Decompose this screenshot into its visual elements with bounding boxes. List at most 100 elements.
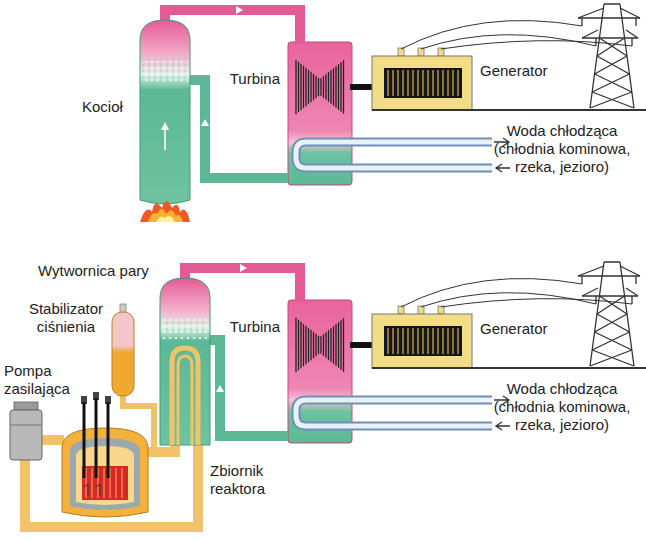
- steam-generator: [178, 356, 192, 445]
- turbine-generator-group: [255, 4, 646, 185]
- feed-pump: [10, 410, 42, 460]
- generator-symbol: [397, 70, 398, 96]
- boiler: [140, 20, 190, 204]
- transmission-tower: [595, 74, 632, 92]
- generator-symbol: [402, 70, 403, 96]
- control-rods: [107, 402, 110, 478]
- generator-symbol: [384, 68, 462, 98]
- boiler: [140, 20, 190, 204]
- turbine-blades: [308, 70, 309, 104]
- primary-loop: [40, 435, 64, 445]
- reactor-vessel: [84, 484, 100, 496]
- cooling-water-tube: [296, 138, 510, 172]
- reactor-vessel: [82, 466, 128, 500]
- transmission-tower: [590, 92, 632, 108]
- generator-symbol: [442, 70, 443, 96]
- turbine-blades: [318, 78, 319, 96]
- turbine-generator-group: [255, 262, 646, 443]
- turbine-blades: [325, 74, 326, 100]
- ground-line: [372, 109, 646, 111]
- generator-symbol: [432, 70, 433, 96]
- generator-symbol: [387, 70, 388, 96]
- generator-symbol: [412, 70, 413, 96]
- generator-symbol: [457, 70, 458, 96]
- turbine-blades: [300, 64, 301, 110]
- generator-symbol: [418, 48, 424, 56]
- generator-symbol: [417, 70, 418, 96]
- transmission-tower: [597, 38, 625, 56]
- reactor-vessel: [85, 468, 86, 498]
- flame: [156, 216, 175, 222]
- generator-symbol: [452, 70, 453, 96]
- generator-symbol: [447, 70, 448, 96]
- turbine-blades: [303, 66, 304, 108]
- part-label: Wytwornica pary: [38, 262, 149, 280]
- part-label: Turbina: [220, 318, 280, 336]
- boiler: [142, 58, 188, 82]
- boiler: [161, 122, 169, 130]
- reactor-vessel: [70, 438, 140, 510]
- reactor-vessel: [91, 468, 92, 498]
- control-rods: [81, 392, 111, 478]
- feed-pump: [10, 402, 42, 460]
- transmission-tower: [592, 74, 629, 92]
- turbine-blades: [330, 70, 331, 104]
- turbine-blades: [296, 60, 344, 114]
- cooling-water-tube: [496, 164, 510, 172]
- return-pipe: [190, 80, 288, 178]
- control-rods: [83, 402, 86, 478]
- turbine-blades: [310, 72, 311, 102]
- generator-symbol: [422, 70, 423, 96]
- transmission-tower: [592, 92, 634, 108]
- part-label: Woda chłodząca (chłodnia kominowa, rzeka…: [486, 380, 638, 434]
- steam-generator: [160, 278, 210, 445]
- flow-arrows: [201, 6, 243, 126]
- flame: [140, 201, 190, 222]
- reactor-vessel: [97, 468, 98, 498]
- turbine-blades: [298, 62, 299, 112]
- flow-arrows: [240, 264, 247, 272]
- turbine-blades: [335, 66, 336, 108]
- reactor-vessel: [121, 468, 122, 498]
- turbine-blades: [328, 72, 329, 102]
- flow-arrows: [201, 119, 209, 126]
- part-label: Generator: [480, 62, 548, 80]
- reactor-vessel: [62, 428, 148, 517]
- turbine-blades: [313, 74, 314, 100]
- generator-symbol: [407, 70, 408, 96]
- turbine-blades: [295, 60, 296, 114]
- turbine-blades: [343, 60, 344, 114]
- part-label: Turbina: [220, 70, 280, 88]
- generator-symbol: [437, 70, 438, 96]
- generator-symbol: [438, 48, 444, 56]
- transmission-tower: [597, 56, 629, 74]
- pressurizer: [112, 312, 134, 396]
- part-label: Generator: [480, 320, 548, 338]
- turbine-blades: [333, 68, 334, 106]
- generator-symbol: [372, 56, 472, 110]
- transmission-tower: [578, 8, 640, 38]
- control-rods: [95, 398, 98, 478]
- boiler: [164, 130, 166, 150]
- reactor-vessel: [103, 468, 104, 498]
- reactor-vessel: [86, 468, 122, 498]
- steam-generator: [160, 278, 210, 445]
- turbine-blades: [340, 62, 341, 112]
- generator-symbol: [392, 70, 393, 96]
- pressurizer: [112, 304, 134, 396]
- transmission-tower: [590, 4, 634, 108]
- transmission-tower: [599, 38, 627, 56]
- reactor-vessel: [109, 468, 110, 498]
- power-lines: [401, 21, 632, 49]
- steam-generator: [172, 348, 198, 445]
- generator-symbol: [427, 70, 428, 96]
- part-label: Zbiornik reaktora: [210, 462, 290, 498]
- flow-arrows: [236, 6, 243, 14]
- cooling-water-tube: [296, 142, 492, 168]
- part-label: Woda chłodząca (chłodnia kominowa, rzeka…: [486, 122, 638, 176]
- generator-symbol: [388, 70, 458, 96]
- turbine-blades: [320, 78, 321, 96]
- power-lines: [441, 41, 632, 49]
- flow-arrows: [216, 385, 224, 392]
- transmission-tower: [595, 56, 627, 74]
